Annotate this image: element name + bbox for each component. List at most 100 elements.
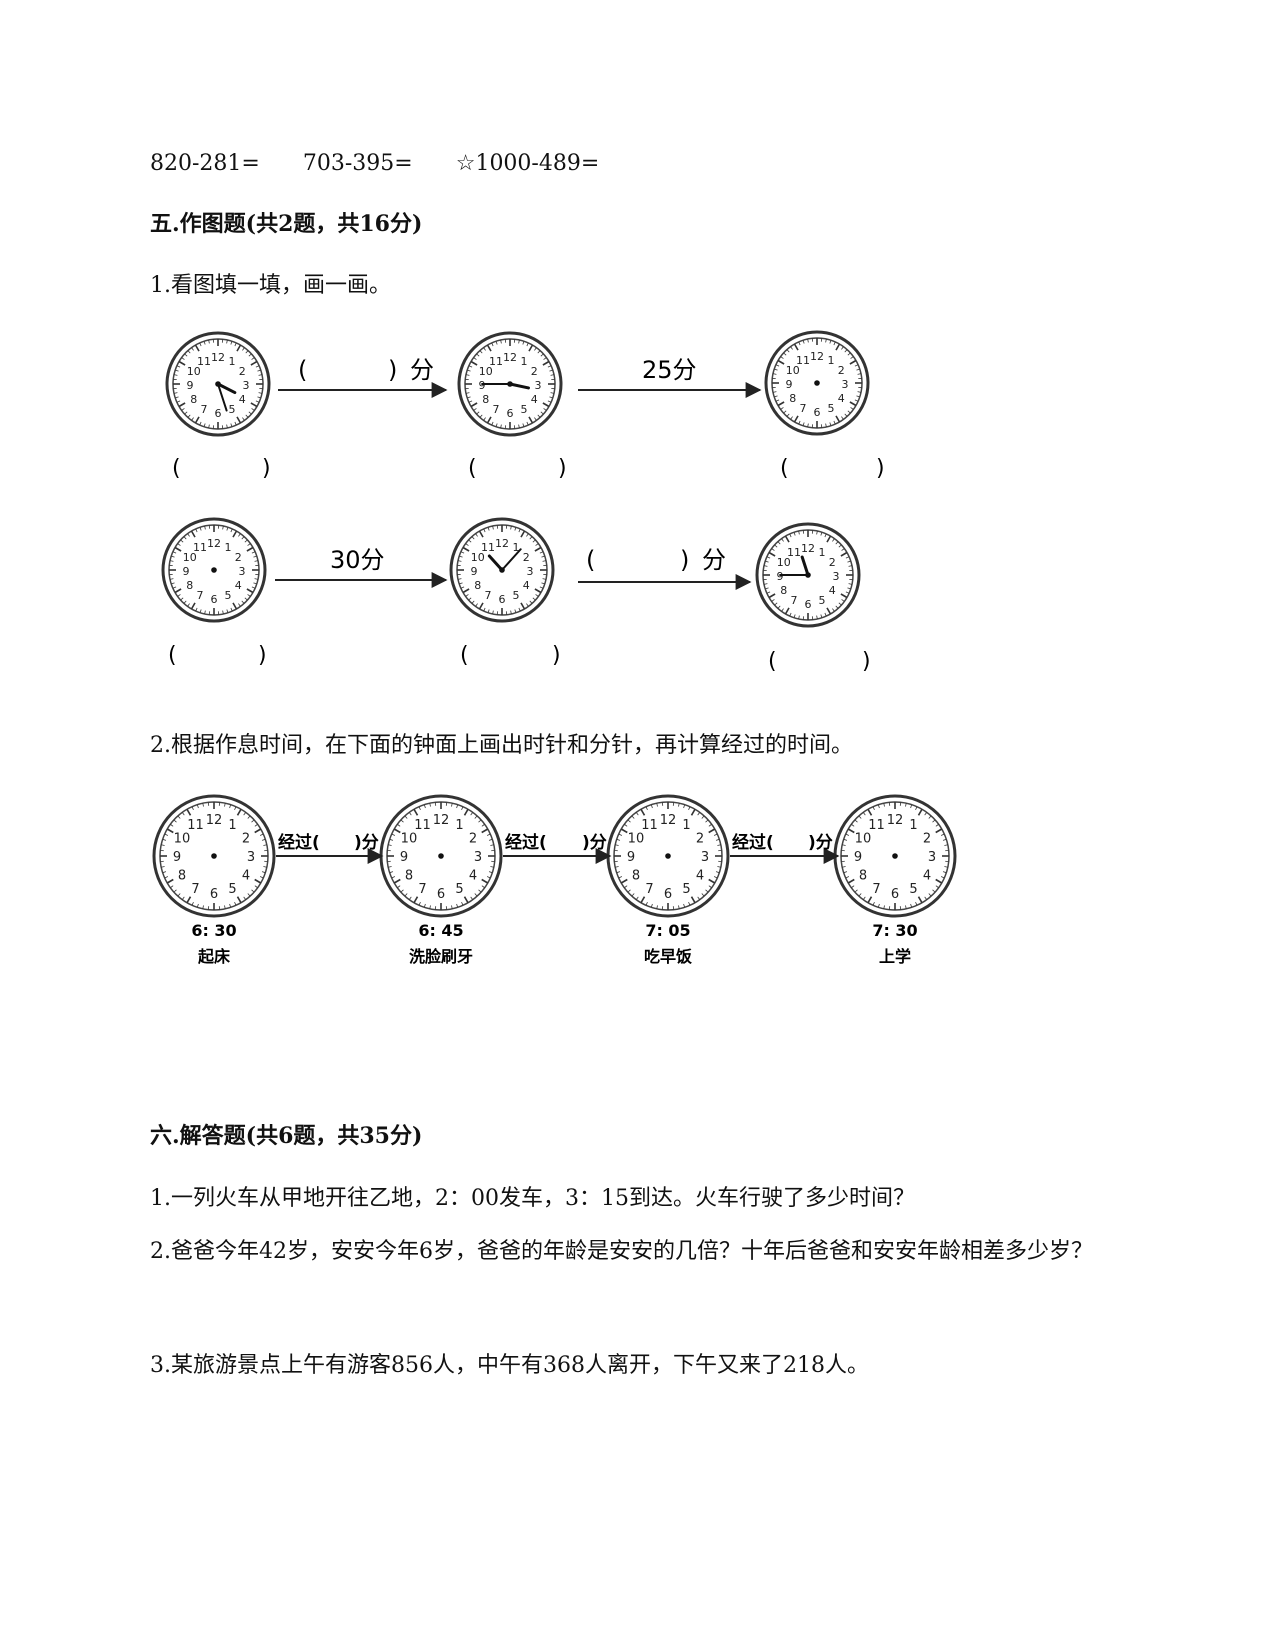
clock-number: 2 bbox=[923, 832, 931, 847]
clock-tick bbox=[526, 421, 529, 426]
clock-tick bbox=[171, 555, 175, 558]
clock-tick bbox=[774, 395, 778, 398]
clock-tick bbox=[832, 608, 835, 612]
clock-tick bbox=[486, 833, 491, 836]
clock-tick bbox=[169, 560, 174, 562]
clock-number: 11 bbox=[193, 541, 207, 554]
q1-answer-2-open: ( bbox=[468, 456, 477, 481]
clock-tick bbox=[701, 815, 705, 819]
clock-tick bbox=[251, 357, 255, 360]
clock-tick bbox=[543, 357, 547, 360]
clock-number: 4 bbox=[829, 584, 836, 597]
clock-tick bbox=[862, 896, 866, 900]
clock-tick bbox=[765, 587, 769, 590]
clock-tick bbox=[173, 819, 177, 823]
clock-tick bbox=[624, 823, 628, 827]
clock-tick bbox=[263, 844, 267, 846]
clock-tick bbox=[915, 806, 918, 811]
section6-q2: 2.爸爸今年42岁，安安今年6岁，爸爸的年龄是安安的几倍？十年后爸爸和安安年龄相… bbox=[150, 1239, 1093, 1264]
clock-tick bbox=[833, 341, 836, 346]
clock-tick bbox=[388, 844, 392, 846]
clock-tick bbox=[615, 866, 619, 868]
clock-tick bbox=[543, 408, 547, 411]
clock-tick bbox=[534, 588, 542, 594]
clock-tick bbox=[867, 896, 873, 904]
clock-tick bbox=[618, 833, 623, 836]
clock-tick bbox=[413, 808, 419, 816]
clock-number: 3 bbox=[527, 565, 534, 578]
clock-tick bbox=[162, 838, 167, 841]
clock-number: 3 bbox=[474, 850, 482, 865]
clock-tick bbox=[456, 804, 459, 809]
clock-tick bbox=[176, 365, 181, 368]
clock-tick bbox=[181, 357, 185, 360]
clock-number: 6 bbox=[437, 887, 445, 902]
clock-tick bbox=[187, 533, 190, 537]
clock-number: 7 bbox=[485, 589, 492, 602]
clock-tick bbox=[226, 527, 229, 531]
clock-tick bbox=[243, 896, 247, 900]
clock-tick bbox=[242, 417, 245, 421]
clock-tick bbox=[250, 402, 258, 408]
clock-tick bbox=[251, 408, 255, 411]
clock-tick bbox=[236, 808, 242, 816]
clock-tick bbox=[470, 812, 474, 816]
clock-tick bbox=[520, 530, 526, 538]
clock-tick bbox=[229, 903, 232, 908]
clock-tick bbox=[230, 528, 233, 533]
clock-tick bbox=[408, 896, 412, 900]
clock-number: 3 bbox=[701, 850, 709, 865]
clock-number: 10 bbox=[479, 365, 493, 378]
clock-tick bbox=[172, 551, 177, 554]
clock-number: 4 bbox=[239, 393, 246, 406]
clock-number: 3 bbox=[247, 850, 255, 865]
clock-tick bbox=[656, 803, 658, 807]
clock-tick bbox=[393, 878, 401, 884]
clock-tick bbox=[944, 866, 948, 868]
clock-tick bbox=[255, 400, 260, 403]
clock-tick bbox=[854, 819, 858, 823]
clock-tick bbox=[820, 532, 823, 536]
clock-number: 9 bbox=[173, 850, 181, 865]
clock-tick bbox=[798, 341, 801, 346]
clock-number: 7 bbox=[800, 402, 807, 415]
clock-tick bbox=[932, 889, 936, 893]
clock-number: 11 bbox=[641, 818, 658, 833]
clock-number: 9 bbox=[187, 379, 194, 392]
clock-tick bbox=[471, 536, 475, 540]
clock-tick bbox=[173, 374, 178, 376]
clock-tick bbox=[429, 803, 431, 807]
clock-number: 2 bbox=[531, 365, 538, 378]
clock-tick bbox=[824, 533, 827, 538]
clock-number: 4 bbox=[923, 869, 931, 884]
clock-tick bbox=[470, 360, 478, 366]
clock-tick bbox=[230, 607, 233, 612]
clock-tick bbox=[232, 530, 238, 538]
clock-tick bbox=[479, 414, 483, 418]
clock-tick bbox=[802, 340, 805, 344]
clock-tick bbox=[763, 565, 768, 567]
clock-tick bbox=[777, 359, 785, 365]
clock-tick bbox=[247, 815, 251, 819]
clock-tick bbox=[495, 341, 498, 345]
clock-tick bbox=[451, 803, 453, 807]
clock-tick bbox=[841, 346, 844, 350]
clock-tick bbox=[838, 602, 842, 606]
clock-tick bbox=[528, 416, 534, 424]
clock-number: 1 bbox=[909, 818, 917, 833]
clock-tick bbox=[910, 804, 913, 809]
clock-tick bbox=[486, 344, 492, 352]
clock-number: 12 bbox=[207, 537, 221, 550]
clock-number: 12 bbox=[206, 813, 223, 828]
clock-tick bbox=[549, 396, 553, 399]
clock-tick bbox=[820, 614, 823, 618]
clock-tick bbox=[783, 410, 787, 414]
clock-tick bbox=[835, 541, 839, 545]
clock-number: 6 bbox=[507, 407, 514, 420]
clock-tick bbox=[847, 410, 851, 414]
clock-tick bbox=[465, 594, 469, 597]
clock-tick bbox=[526, 342, 529, 347]
clock-tick bbox=[194, 416, 200, 424]
clock-tick bbox=[483, 528, 486, 533]
